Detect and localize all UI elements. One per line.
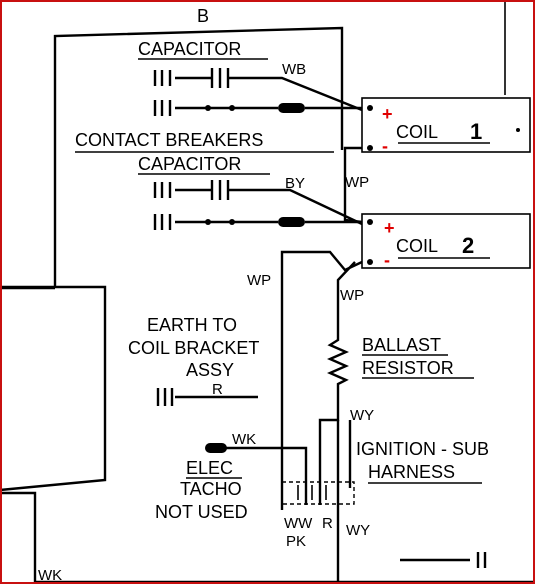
wire-b xyxy=(53,26,344,288)
label-wy-top: WY xyxy=(350,407,374,424)
connector-2-icon xyxy=(278,217,305,227)
capacitor-symbols xyxy=(153,68,487,568)
coil-2-plus: + xyxy=(384,218,395,238)
label-not-used: NOT USED xyxy=(155,502,248,522)
wire-cap1 xyxy=(175,76,363,112)
label-b: B xyxy=(197,6,209,26)
tacho-connector-icon xyxy=(205,443,227,453)
label-ignition-2: HARNESS xyxy=(368,462,455,482)
label-capacitor-mid: CAPACITOR xyxy=(138,154,241,174)
label-wk-mid: WK xyxy=(232,431,256,448)
label-capacitor-top: CAPACITOR xyxy=(138,39,241,59)
label-wy-bottom: WY xyxy=(346,522,370,539)
label-ballast-1: BALLAST xyxy=(362,335,441,355)
label-wp-left: WP xyxy=(247,272,271,289)
coil-1-plus: + xyxy=(382,104,393,124)
ballast-resistor-icon xyxy=(327,330,349,388)
connector-1-icon xyxy=(278,103,305,113)
coil-2: + - COIL 2 xyxy=(361,213,531,270)
label-contact-breakers: CONTACT BREAKERS xyxy=(75,130,263,150)
coil-1-label: COIL xyxy=(396,122,438,142)
label-ballast-2: RESISTOR xyxy=(362,358,454,378)
coil-2-minus: - xyxy=(384,250,390,270)
label-ignition-1: IGNITION - SUB xyxy=(356,439,489,459)
coil-1-number: 1 xyxy=(470,119,482,144)
label-r-bottom: R xyxy=(322,515,333,532)
label-pk: PK xyxy=(286,533,306,550)
label-elec: ELEC xyxy=(186,458,233,478)
label-wb: WB xyxy=(282,61,306,78)
label-tacho: TACHO xyxy=(180,479,242,499)
wire-left-box-top xyxy=(0,285,107,492)
wire-left-box-bottom xyxy=(0,491,37,584)
label-earth-2: COIL BRACKET xyxy=(128,338,259,358)
wire-wk-tacho xyxy=(225,446,308,505)
label-r: R xyxy=(212,381,223,398)
coil-2-label: COIL xyxy=(396,236,438,256)
tacho-connectors xyxy=(281,481,355,505)
wire-ballast-down xyxy=(318,388,340,505)
labels: B CAPACITOR WB CONTACT BREAKERS CAPACITO… xyxy=(38,6,489,584)
coil-1-box xyxy=(361,97,531,153)
label-earth-1: EARTH TO xyxy=(147,315,237,335)
coil-2-number: 2 xyxy=(462,233,474,258)
label-earth-3: ASSY xyxy=(186,360,234,380)
label-by: BY xyxy=(285,175,305,192)
coil-1: + - COIL 1 xyxy=(361,97,531,156)
label-wp-mid: WP xyxy=(340,287,364,304)
wire-wp-ballast xyxy=(336,261,356,330)
label-wp-right: WP xyxy=(345,174,369,191)
coil-1-minus: - xyxy=(382,136,388,156)
label-ww: WW xyxy=(284,515,313,532)
label-wk-bottom: WK xyxy=(38,567,62,584)
coil-2-box xyxy=(361,213,531,269)
wire-cap2 xyxy=(175,188,363,226)
